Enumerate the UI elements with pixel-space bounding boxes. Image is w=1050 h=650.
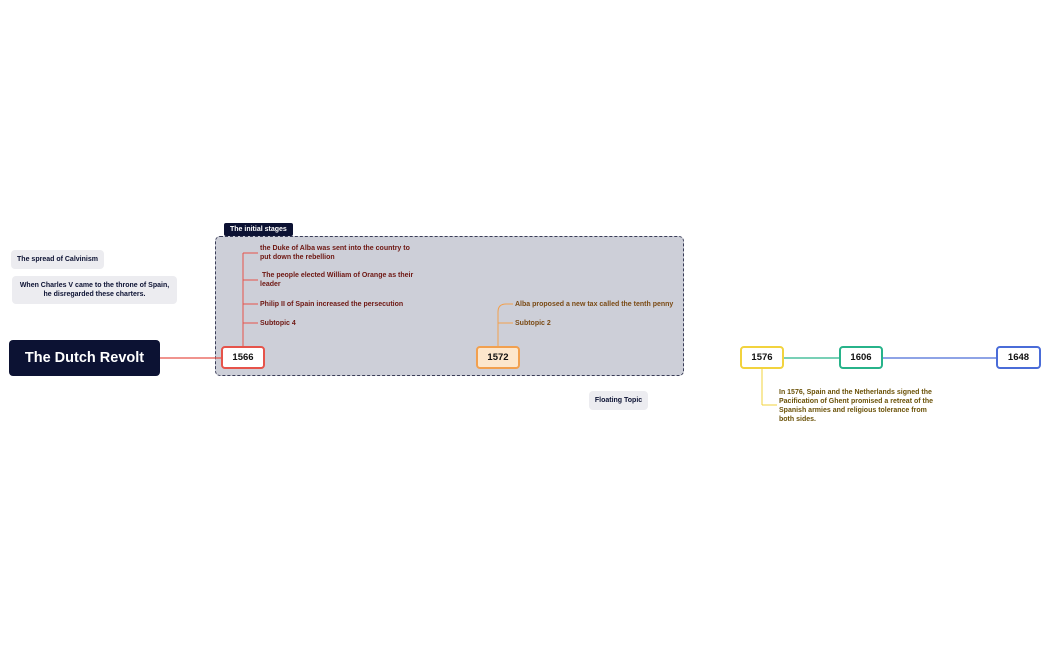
year-node-1572[interactable]: 1572 bbox=[476, 346, 520, 369]
year-node-1648[interactable]: 1648 bbox=[996, 346, 1041, 369]
subtopic-philip-ii[interactable]: Philip II of Spain increased the persecu… bbox=[260, 301, 404, 308]
subtopic-4[interactable]: Subtopic 4 bbox=[260, 320, 296, 327]
year-node-1566[interactable]: 1566 bbox=[221, 346, 265, 369]
branch-1576 bbox=[761, 369, 777, 406]
floating-topic-calvinism[interactable]: The spread of Calvinism bbox=[11, 250, 104, 269]
year-node-1606[interactable]: 1606 bbox=[839, 346, 883, 369]
boundary-label[interactable]: The initial stages bbox=[224, 223, 293, 236]
subtopic-tenth-penny[interactable]: Alba proposed a new tax called the tenth… bbox=[515, 301, 674, 308]
subtopic-2[interactable]: Subtopic 2 bbox=[515, 320, 551, 327]
central-topic[interactable]: The Dutch Revolt bbox=[9, 340, 160, 376]
branch-1566 bbox=[242, 252, 258, 346]
subtopic-william-of-orange[interactable]: The people elected William of Orange as … bbox=[260, 272, 416, 288]
branch-1572 bbox=[497, 303, 513, 346]
boundary-initial-stages[interactable] bbox=[215, 236, 684, 376]
floating-topic-charles-v[interactable]: When Charles V came to the throne of Spa… bbox=[12, 276, 177, 304]
subtopic-pacification-of-ghent[interactable]: In 1576, Spain and the Netherlands signe… bbox=[779, 389, 934, 423]
floating-topic[interactable]: Floating Topic bbox=[589, 391, 648, 410]
subtopic-duke-of-alba[interactable]: the Duke of Alba was sent into the count… bbox=[260, 245, 410, 261]
year-node-1576[interactable]: 1576 bbox=[740, 346, 784, 369]
